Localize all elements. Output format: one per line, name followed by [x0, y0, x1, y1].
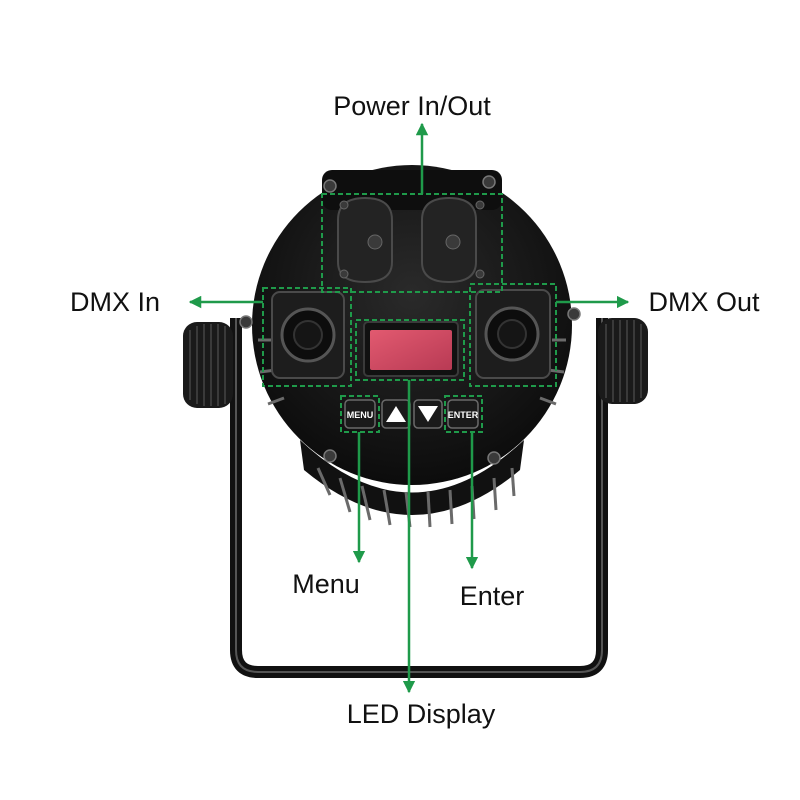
- up-button[interactable]: [381, 399, 411, 429]
- label-menu: Menu: [292, 569, 360, 599]
- label-dmx-out: DMX Out: [648, 287, 760, 317]
- menu-button[interactable]: MENU: [344, 399, 376, 429]
- highlight-boxes: [262, 193, 557, 433]
- dmx-in-connector: [271, 291, 345, 379]
- label-enter: Enter: [460, 581, 525, 611]
- right-knob: [598, 318, 648, 404]
- dmx-out-connector: [475, 289, 551, 379]
- label-led-display: LED Display: [347, 699, 496, 729]
- power-connectors: [337, 196, 485, 284]
- left-knob: [183, 322, 233, 408]
- down-button[interactable]: [413, 399, 443, 429]
- led-display: [363, 321, 459, 377]
- down-arrow-icon: [418, 406, 438, 422]
- dmx-out-highlight: [469, 283, 557, 387]
- label-power: Power In/Out: [333, 91, 491, 121]
- mounting-bracket: [230, 318, 608, 678]
- callout-arrows: [188, 122, 630, 694]
- enter-button[interactable]: ENTER: [447, 399, 479, 429]
- label-dmx-in: DMX In: [70, 287, 160, 317]
- up-arrow-icon: [386, 406, 406, 422]
- enter-highlight: [444, 395, 483, 433]
- power-highlight: [321, 193, 503, 293]
- menu-button-label: MENU: [347, 410, 374, 420]
- enter-button-label: ENTER: [448, 410, 479, 420]
- dmx-in-highlight: [262, 287, 352, 387]
- display-highlight: [355, 319, 465, 381]
